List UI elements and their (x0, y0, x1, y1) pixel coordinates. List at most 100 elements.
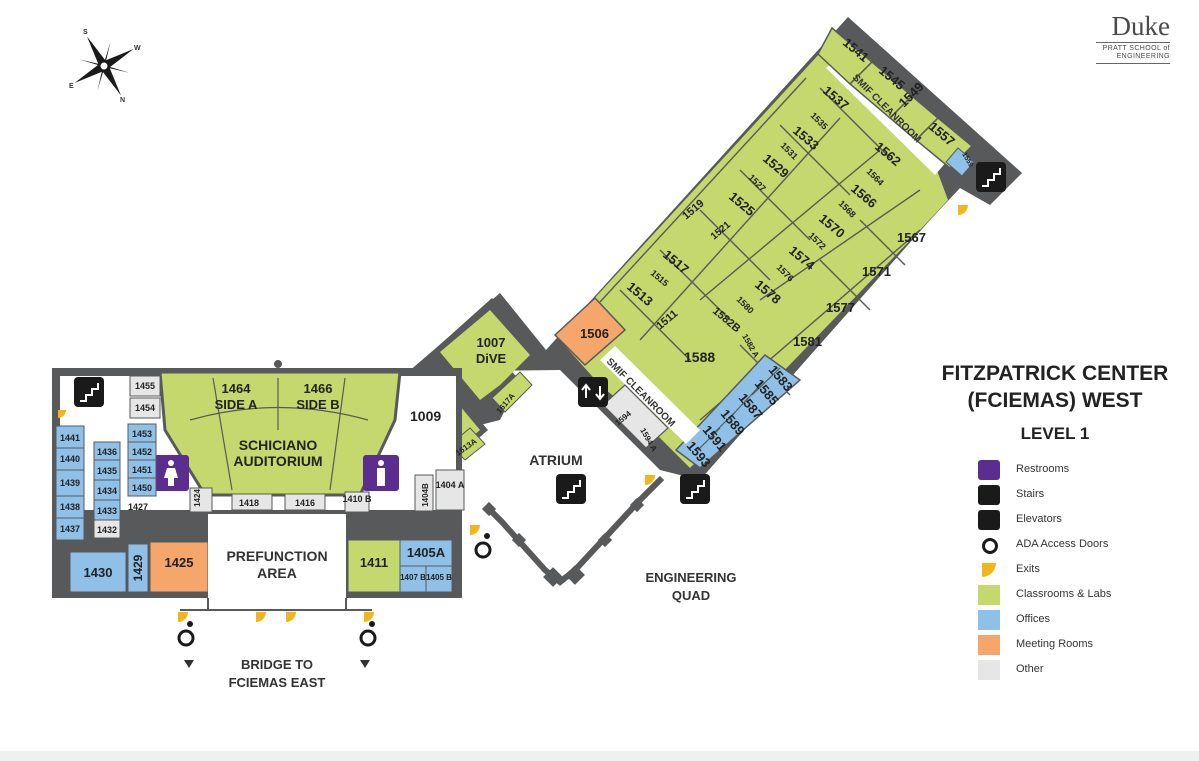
room-label: 1427 (128, 502, 148, 512)
map-title: FITZPATRICK CENTER (FCIEMAS) WEST LEVEL … (920, 360, 1190, 447)
dive-label-2: DiVE (476, 351, 507, 366)
elevator-icon (578, 377, 608, 407)
legend-label: Exits (1016, 563, 1040, 575)
room-label: 1009 (410, 408, 441, 424)
room-label: 1451 (132, 465, 152, 475)
auditorium-label-2: AUDITORIUM (233, 453, 322, 469)
footer-bar (0, 751, 1199, 761)
auditorium-label: SCHICIANO (239, 437, 318, 453)
stairs-icon (680, 474, 710, 504)
room-label: 1571 (862, 264, 891, 279)
room-label: 1506 (580, 326, 609, 341)
swatch-blue (978, 610, 1000, 630)
legend-label: Classrooms & Labs (1016, 588, 1112, 600)
down-arrow-icon (184, 660, 194, 668)
room-label: 1567 (897, 230, 926, 245)
restroom-icon (164, 460, 385, 486)
room-label: 1434 (97, 486, 117, 496)
logo-school-of: of (1163, 45, 1170, 52)
side-a-label-2: SIDE A (215, 397, 258, 412)
stairs-icon (978, 485, 1000, 505)
room-label: 1455 (135, 381, 155, 391)
room-label: 1407 B (400, 573, 426, 582)
atrium-label: ATRIUM (529, 452, 582, 468)
room-label: 1452 (132, 447, 152, 457)
room-label: 1416 (295, 498, 315, 508)
level-label: LEVEL 1 (1020, 424, 1090, 443)
prefunction-label-2: AREA (257, 565, 297, 581)
stairs-icon (556, 474, 586, 504)
room-label: 1435 (97, 466, 117, 476)
accessible-head-dots (187, 533, 490, 627)
room-label: 1438 (60, 502, 80, 512)
swatch-orange (978, 635, 1000, 655)
accessible-icon (982, 538, 998, 554)
room-label: 1432 (97, 525, 117, 535)
room-label: 1437 (60, 524, 80, 534)
west-block (52, 360, 465, 611)
room-label: 1405A (407, 545, 446, 560)
atrium-outline (485, 475, 665, 586)
room-label: 1425 (165, 555, 194, 570)
logo-name: Duke (1111, 11, 1170, 41)
room-label: 1450 (132, 483, 152, 493)
room-label: 1454 (135, 403, 155, 413)
swatch-green (978, 585, 1000, 605)
elevator-icon (978, 510, 1000, 530)
stairs-icon (74, 377, 104, 407)
room-label: 1429 (131, 554, 145, 581)
duke-logo: Duke PRATT SCHOOL of ENGINEERING (1096, 12, 1170, 66)
bridge-label: BRIDGE TO (241, 657, 313, 672)
side-b-label-2: SIDE B (296, 397, 339, 412)
title-line2: (FCIEMAS) WEST (967, 389, 1143, 412)
prefunction-label: PREFUNCTION (226, 548, 327, 564)
room-label: 1411 (360, 555, 388, 570)
room-label: 1453 (132, 429, 152, 439)
room-label: 1436 (97, 447, 117, 457)
logo-school-line1: PRATT SCHOOL (1102, 45, 1161, 52)
logo-school-line2: ENGINEERING (1116, 53, 1170, 60)
legend-label: Stairs (1016, 488, 1045, 500)
swatch-grey (978, 660, 1000, 680)
room-label: 1439 (60, 478, 80, 488)
compass-e-label: E (69, 83, 74, 90)
dive-label: 1007 (477, 335, 506, 350)
side-a-label: 1464 (222, 381, 252, 396)
bridge-label-2: FCIEMAS EAST (229, 675, 326, 690)
legend-label: Other (1016, 663, 1044, 675)
compass-w-label: W (134, 45, 141, 52)
room-label: 1430 (84, 565, 113, 580)
legend-label: Meeting Rooms (1016, 638, 1094, 650)
title-line1: FITZPATRICK CENTER (941, 362, 1169, 385)
room-label: 1581 (793, 334, 822, 349)
room-label: 1410 B (342, 494, 372, 504)
atrium-columns (481, 497, 645, 587)
room-label: 1405 B (426, 573, 452, 582)
stairs-icon (976, 162, 1006, 192)
side-b-label: 1466 (304, 381, 333, 396)
ne-wing (408, 17, 1022, 480)
quad-label: ENGINEERING (645, 570, 736, 585)
accessible-icon (177, 541, 492, 647)
legend-label: Restrooms (1016, 463, 1070, 475)
room-label: 1418 (239, 498, 259, 508)
compass-s-label: S (83, 29, 88, 36)
room-label: 1404B (421, 483, 430, 507)
legend-label: ADA Access Doors (1016, 538, 1109, 550)
room-labels-west: 1404 A 1404B 1410 B 1418 1416 1424 1455 … (60, 381, 465, 582)
room-label: 1404 A (436, 480, 465, 490)
restroom-icon (978, 460, 1000, 480)
room-label: 1577 (826, 300, 855, 315)
compass-n-label: N (120, 97, 125, 104)
legend-label: Offices (1016, 613, 1051, 625)
down-arrow-icon (360, 660, 370, 668)
compass-rose-icon (74, 36, 134, 96)
quad-label-2: QUAD (672, 588, 710, 603)
room-label: 1588 (684, 349, 715, 365)
exit-icon (58, 205, 968, 622)
legend-label: Elevators (1016, 513, 1062, 525)
room-label: 1440 (60, 454, 80, 464)
room-label: 1433 (97, 506, 117, 516)
room-label: 1441 (60, 433, 80, 443)
